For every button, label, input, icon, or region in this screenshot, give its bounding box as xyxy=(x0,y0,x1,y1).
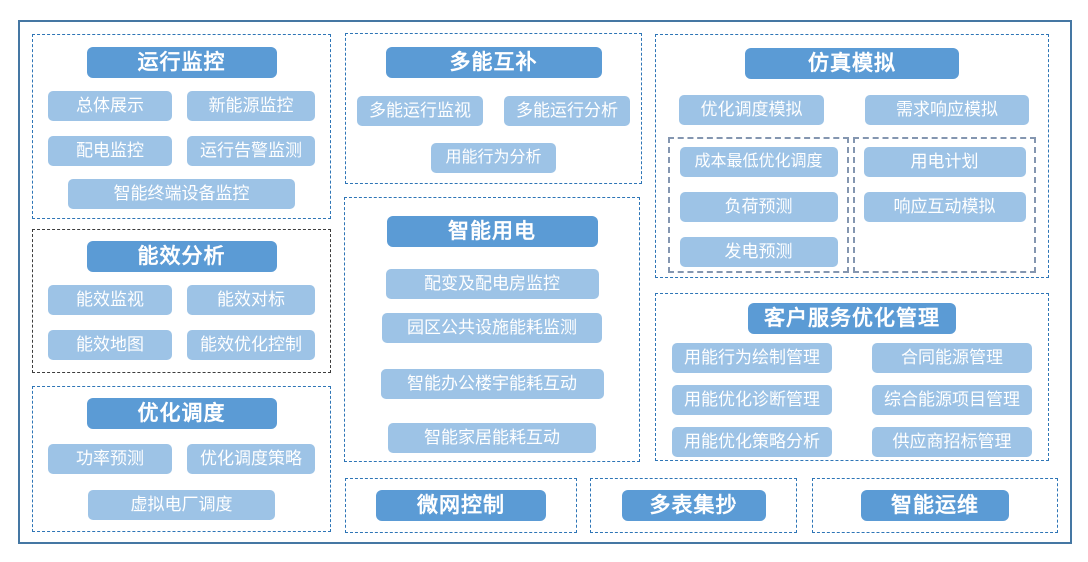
module-button: 发电预测 xyxy=(679,237,838,267)
button-row: 用能优化策略分析 供应商招标管理 xyxy=(672,427,1032,457)
subgroup-row: 成本最低优化调度 负荷预测 发电预测 用电计划 响应互动模拟 xyxy=(668,137,1036,273)
subgroup-demand-response: 用电计划 响应互动模拟 xyxy=(853,137,1036,273)
module-button: 能效对标 xyxy=(187,285,315,315)
panel-simulation: 仿真模拟 优化调度模拟 需求响应模拟 成本最低优化调度 负荷预测 发电预测 用电… xyxy=(655,34,1049,278)
panel-title: 智能用电 xyxy=(386,216,598,247)
module-button: 优化调度模拟 xyxy=(679,95,824,125)
module-button: 能效优化控制 xyxy=(187,330,315,360)
panel-title: 运行监控 xyxy=(86,47,277,78)
module-button: 多能运行分析 xyxy=(504,96,630,126)
module-button: 多能运行监视 xyxy=(357,96,483,126)
module-button: 智能家居能耗互动 xyxy=(388,423,596,453)
module-button: 智能办公楼宇能耗互动 xyxy=(380,369,604,399)
button-row: 能效地图 能效优化控制 xyxy=(48,330,315,360)
module-button: 能效监视 xyxy=(48,285,172,315)
button-row: 功率预测 优化调度策略 xyxy=(48,444,315,474)
button-row: 优化调度模拟 需求响应模拟 xyxy=(668,95,1036,125)
subgroup-dispatch-forecast: 成本最低优化调度 负荷预测 发电预测 xyxy=(668,137,849,273)
button-row: 能效监视 能效对标 xyxy=(48,285,315,315)
module-button: 用能优化策略分析 xyxy=(672,427,832,457)
module-button: 优化调度策略 xyxy=(187,444,315,474)
module-button: 综合能源项目管理 xyxy=(872,385,1032,415)
panel-smart-operation-maintenance: 智能运维 xyxy=(812,478,1058,533)
module-button: 新能源监控 xyxy=(187,91,315,121)
panel-optimal-dispatch: 优化调度 功率预测 优化调度策略 虚拟电厂调度 xyxy=(32,386,331,532)
module-button: 合同能源管理 xyxy=(872,343,1032,373)
panel-energy-efficiency-analysis: 能效分析 能效监视 能效对标 能效地图 能效优化控制 xyxy=(32,229,331,373)
module-button: 能效地图 xyxy=(48,330,172,360)
panel-title: 多表集抄 xyxy=(621,490,766,521)
module-button: 配变及配电房监控 xyxy=(385,269,599,299)
module-button: 用能行为绘制管理 xyxy=(672,343,832,373)
panel-customer-service-optimization: 客户服务优化管理 用能行为绘制管理 合同能源管理 用能优化诊断管理 综合能源项目… xyxy=(655,293,1049,461)
panel-multi-energy-complementation: 多能互补 多能运行监视 多能运行分析 用能行为分析 xyxy=(345,33,642,184)
panel-title: 客户服务优化管理 xyxy=(748,303,956,334)
button-row: 总体展示 新能源监控 xyxy=(48,91,315,121)
module-button: 功率预测 xyxy=(48,444,172,474)
panel-multi-meter-reading: 多表集抄 xyxy=(590,478,797,533)
panel-title: 微网控制 xyxy=(376,490,546,521)
panel-smart-electricity: 智能用电 配变及配电房监控 园区公共设施能耗监测 智能办公楼宇能耗互动 智能家居… xyxy=(344,197,640,462)
panel-title: 多能互补 xyxy=(385,47,602,78)
module-button: 智能终端设备监控 xyxy=(68,179,295,209)
panel-title: 仿真模拟 xyxy=(745,48,959,79)
module-button: 虚拟电厂调度 xyxy=(88,490,275,520)
panel-title: 能效分析 xyxy=(86,241,277,272)
button-row: 配电监控 运行告警监测 xyxy=(48,136,315,166)
module-button: 供应商招标管理 xyxy=(872,427,1032,457)
panel-microgrid-control: 微网控制 xyxy=(345,478,577,533)
module-button: 配电监控 xyxy=(48,136,172,166)
module-button: 响应互动模拟 xyxy=(863,192,1026,222)
button-row: 多能运行监视 多能运行分析 xyxy=(357,96,630,126)
panel-operation-monitoring: 运行监控 总体展示 新能源监控 配电监控 运行告警监测 智能终端设备监控 xyxy=(32,34,331,219)
module-button: 运行告警监测 xyxy=(187,136,315,166)
module-button: 用电计划 xyxy=(863,147,1026,177)
button-row: 用能优化诊断管理 综合能源项目管理 xyxy=(672,385,1032,415)
module-button: 需求响应模拟 xyxy=(865,95,1029,125)
button-row: 用能行为绘制管理 合同能源管理 xyxy=(672,343,1032,373)
module-button: 用能行为分析 xyxy=(431,143,556,173)
module-button: 总体展示 xyxy=(48,91,172,121)
module-button: 负荷预测 xyxy=(679,192,838,222)
panel-title: 智能运维 xyxy=(861,490,1009,521)
panel-title: 优化调度 xyxy=(86,398,277,429)
module-button: 园区公共设施能耗监测 xyxy=(382,313,602,343)
module-button: 用能优化诊断管理 xyxy=(672,385,832,415)
module-button: 成本最低优化调度 xyxy=(679,147,838,177)
